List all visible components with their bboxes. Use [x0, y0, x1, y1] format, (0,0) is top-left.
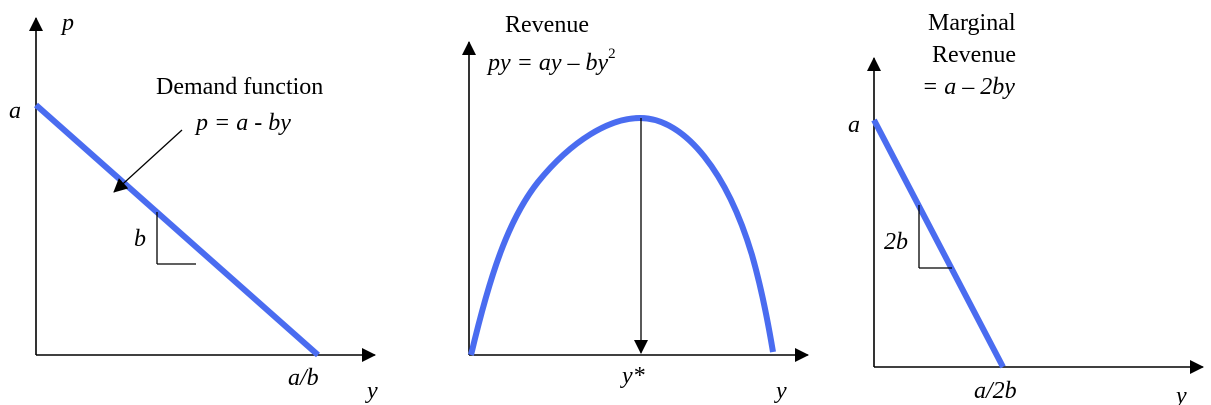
y-star-label: y*	[620, 363, 645, 389]
x-intercept-label-3: a/2b	[974, 378, 1017, 404]
revenue-curve	[468, 114, 776, 356]
panel-marginal-revenue: Marginal Revenue = a – 2by a a/2b y 2b	[848, 10, 1204, 405]
p-axis-label: p	[60, 10, 74, 36]
panel-revenue: Revenue py = ay – by2 y y*	[462, 12, 809, 404]
y-axis-label-3: y	[1174, 383, 1187, 405]
y-axis-label-1: y	[365, 378, 378, 404]
mr-title-line1: Marginal	[928, 10, 1016, 36]
slope-label-b: b	[134, 226, 146, 252]
x-intercept-label-1: a/b	[288, 365, 319, 391]
mr-title-line2: Revenue	[932, 42, 1016, 68]
slope-label-2b: 2b	[884, 229, 908, 255]
mr-formula: = a – 2by	[922, 74, 1015, 100]
intercept-label-a-1: a	[9, 98, 21, 124]
demand-function-title: Demand function	[156, 74, 323, 100]
revenue-title: Revenue	[505, 12, 589, 38]
revenue-formula: py = ay – by2	[486, 46, 616, 76]
intercept-label-a-3: a	[848, 112, 860, 138]
revenue-formula-main: py = ay – by	[486, 50, 609, 76]
demand-line	[34, 102, 320, 358]
demand-function-formula: p = a - by	[194, 110, 291, 136]
marginal-revenue-line	[871, 118, 1006, 369]
demand-annotation-arrow	[113, 129, 183, 193]
revenue-formula-exponent: 2	[608, 46, 616, 62]
y-axis-label-2: y	[774, 378, 787, 404]
panel-demand: p y a a/b b Demand function p = a - by	[9, 10, 378, 404]
